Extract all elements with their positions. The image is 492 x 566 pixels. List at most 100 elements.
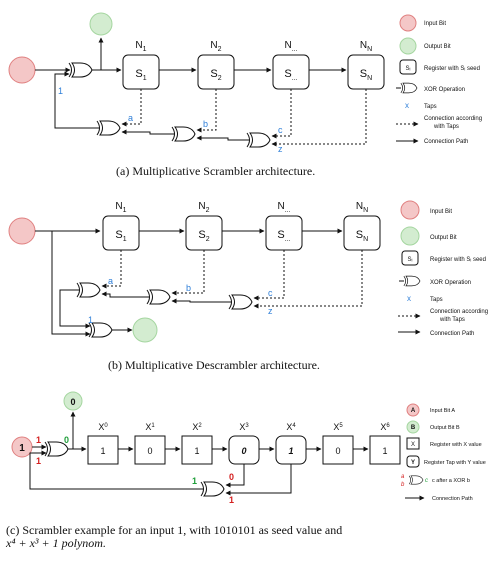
- legend-xor-icon: [408, 475, 424, 485]
- output-bit-node: [89, 12, 113, 36]
- register-s-ellipsis: S... N...: [272, 40, 310, 90]
- legend-register-icon: [406, 437, 420, 450]
- svg-text:A: A: [411, 408, 416, 414]
- svg-text:0: 0: [335, 446, 340, 456]
- svg-text:z: z: [278, 144, 283, 154]
- output-bit-node: [63, 391, 83, 411]
- svg-text:N2: N2: [198, 201, 209, 214]
- svg-text:1: 1: [194, 446, 199, 456]
- svg-text:X4: X4: [286, 422, 296, 432]
- svg-text:S2: S2: [210, 68, 221, 82]
- svg-text:S1: S1: [135, 68, 146, 82]
- svg-text:1: 1: [229, 495, 234, 505]
- legend-output-bit-icon: [400, 226, 420, 246]
- svg-text:X6: X6: [380, 422, 390, 432]
- svg-text:X1: X1: [145, 422, 155, 432]
- svg-text:0: 0: [229, 472, 234, 482]
- caption-b: (b) Multiplicative Descrambler architect…: [108, 358, 320, 372]
- svg-text:NN: NN: [356, 201, 368, 214]
- svg-text:SN: SN: [360, 68, 372, 82]
- register-sn: SN NN: [347, 40, 385, 90]
- svg-text:XOR Operation: XOR Operation: [424, 87, 465, 93]
- svg-text:N1: N1: [115, 201, 126, 214]
- svg-text:0: 0: [147, 446, 152, 456]
- svg-text:S...: S...: [277, 229, 290, 243]
- svg-text:b: b: [203, 119, 208, 129]
- svg-text:1: 1: [288, 446, 293, 456]
- legend-example: A Input Bit A B Output Bit B X Register …: [401, 403, 486, 502]
- legend-register-icon: [401, 250, 419, 266]
- register-x1: 0 X1: [134, 422, 166, 465]
- svg-text:Output Bit: Output Bit: [430, 235, 457, 241]
- legend-register-icon: [399, 59, 417, 75]
- svg-text:c: c: [425, 478, 428, 484]
- svg-text:a: a: [108, 276, 113, 286]
- register-s2: S2 N2: [185, 201, 223, 251]
- svg-text:Register with Sᵢ seed: Register with Sᵢ seed: [424, 66, 480, 72]
- svg-text:Connection Path: Connection Path: [432, 496, 473, 502]
- svg-text:Sᵢ: Sᵢ: [408, 257, 413, 263]
- svg-text:Y: Y: [411, 460, 415, 466]
- svg-text:with Taps: with Taps: [439, 317, 465, 323]
- legend-xor-icon: [403, 275, 421, 287]
- legend-input-bit-icon: [400, 200, 420, 220]
- svg-text:Sᵢ: Sᵢ: [406, 66, 411, 72]
- svg-text:Connection according: Connection according: [424, 116, 482, 122]
- register-x6: 1 X6: [369, 422, 401, 465]
- register-x2: 1 X2: [181, 422, 213, 465]
- svg-text:B: B: [411, 425, 416, 431]
- legend-scrambler: Input Bit Output Bit Sᵢ Register with Sᵢ…: [396, 14, 482, 145]
- svg-text:z: z: [268, 306, 273, 316]
- svg-text:1: 1: [19, 443, 25, 454]
- register-x3-tap: 0 X3: [228, 422, 260, 465]
- svg-text:0: 0: [64, 435, 69, 445]
- svg-text:1: 1: [88, 315, 93, 325]
- svg-text:a: a: [401, 474, 405, 480]
- register-s-ellipsis: S... N...: [265, 201, 303, 251]
- legend-input-bit-icon: [399, 14, 417, 32]
- svg-text:Input Bit: Input Bit: [424, 21, 446, 27]
- register-sn: SN NN: [343, 201, 381, 251]
- register-x0: 1 X0: [87, 422, 119, 465]
- caption-c-line2: x⁴ + x³ + 1 polynom.: [6, 536, 106, 550]
- svg-text:N1: N1: [135, 40, 146, 53]
- svg-text:Output Bit B: Output Bit B: [430, 425, 460, 431]
- register-s2: S2 N2: [197, 40, 235, 90]
- register-x5: 0 X5: [322, 422, 354, 465]
- svg-text:1: 1: [192, 476, 197, 486]
- svg-text:Input Bit: Input Bit: [430, 209, 452, 215]
- svg-text:1: 1: [382, 446, 387, 456]
- svg-text:Taps: Taps: [424, 104, 437, 110]
- svg-text:N...: N...: [284, 40, 297, 53]
- xor-gate: [68, 62, 93, 78]
- svg-text:X5: X5: [333, 422, 343, 432]
- descrambler-diagram: S1 N1 S2 N2 S... N... SN NN: [8, 201, 381, 343]
- svg-text:c: c: [268, 288, 273, 298]
- input-bit-node: [8, 217, 36, 245]
- svg-text:Connection Path: Connection Path: [424, 139, 468, 145]
- caption-c-line1: (c) Scrambler example for an input 1, wi…: [6, 523, 343, 537]
- svg-text:S2: S2: [198, 229, 209, 243]
- svg-text:N2: N2: [210, 40, 221, 53]
- svg-text:b: b: [401, 482, 405, 488]
- svg-text:Connection Path: Connection Path: [430, 331, 474, 337]
- svg-text:c: c: [278, 125, 283, 135]
- svg-text:a: a: [128, 113, 133, 123]
- input-bit-node: [8, 56, 36, 84]
- caption-a: (a) Multiplicative Scrambler architectur…: [116, 164, 316, 178]
- scrambler-diagram: S1 N1 S2 N2 S... N... SN NN: [8, 12, 385, 154]
- svg-text:1: 1: [36, 456, 41, 466]
- svg-text:Input Bit A: Input Bit A: [430, 408, 455, 414]
- svg-text:with Taps: with Taps: [433, 124, 459, 130]
- svg-text:N...: N...: [277, 201, 290, 214]
- svg-text:Taps: Taps: [430, 297, 443, 303]
- legend-output-bit-icon: [406, 420, 420, 434]
- svg-text:1: 1: [36, 435, 41, 445]
- legend-register-tap-icon: [406, 455, 420, 468]
- svg-text:SN: SN: [356, 229, 368, 243]
- legend-output-bit-icon: [399, 37, 417, 55]
- svg-text:b: b: [186, 283, 191, 293]
- svg-text:Register with Sᵢ seed: Register with Sᵢ seed: [430, 257, 486, 263]
- svg-text:S...: S...: [284, 68, 297, 82]
